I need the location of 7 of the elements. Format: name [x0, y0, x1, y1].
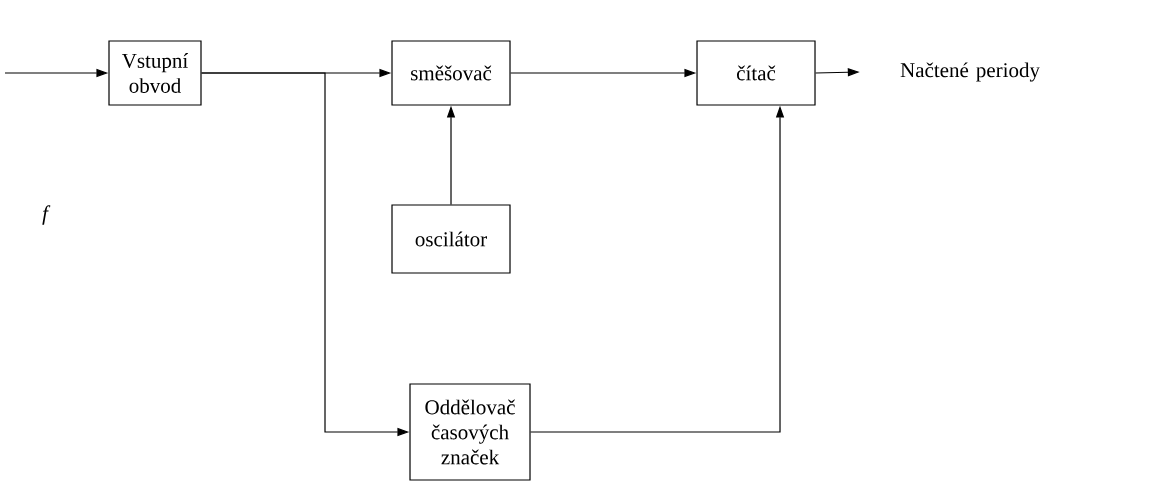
process-box: čítač — [696, 40, 816, 106]
process-box: Vstupní obvod — [108, 40, 202, 106]
process-box: Oddělovač časových značek — [409, 383, 531, 481]
process-box: oscilátor — [391, 204, 511, 274]
process-box: směšovač — [391, 40, 511, 106]
output-label: Načtené periody — [900, 62, 1040, 82]
signal-label: f — [42, 205, 51, 225]
